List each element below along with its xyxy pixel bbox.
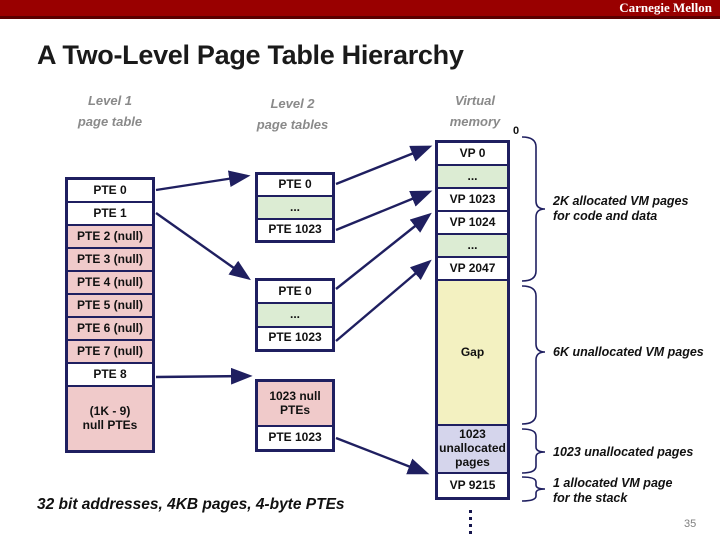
vm-cell: ... <box>438 235 507 258</box>
annotation-unallocated-6k: 6K unallocated VM pages <box>553 345 704 359</box>
pte-cell: PTE 4 (null) <box>68 272 152 295</box>
brace-unallocated-6k <box>521 285 546 425</box>
vertical-ellipsis <box>469 506 472 538</box>
arrow-pte8-to-table3 <box>155 367 253 385</box>
arrow-table1-pte1023-to-vp1023 <box>335 190 433 232</box>
pte-cell: PTE 0 <box>258 281 332 305</box>
pte-cell: (1K - 9) null PTEs <box>68 387 152 450</box>
pte-cell: PTE 2 (null) <box>68 226 152 249</box>
slide-number: 35 <box>684 518 697 530</box>
pte-cell: PTE 1023 <box>258 327 332 349</box>
brace-stack-page <box>521 476 546 502</box>
virtual-memory-column-header: Virtual memory <box>449 93 501 129</box>
annotation-stack-page: 1 allocated VM page for the stack <box>553 476 673 505</box>
pte-cell: PTE 7 (null) <box>68 341 152 364</box>
vm-cell: Gap <box>438 281 507 426</box>
level1-column-header: Level 1 page table <box>77 93 143 129</box>
pte-cell: PTE 0 <box>258 175 332 198</box>
page-title: A Two-Level Page Table Hierarchy <box>37 40 464 70</box>
pte-cell: PTE 8 <box>68 364 152 387</box>
arrow-table1-pte0-to-vp0 <box>335 145 433 186</box>
pte-cell: PTE 3 (null) <box>68 249 152 272</box>
pte-cell: PTE 5 (null) <box>68 295 152 318</box>
vm-cell: VP 1023 <box>438 189 507 212</box>
level2-page-table-2: PTE 0...PTE 1023 <box>255 278 335 352</box>
pte-cell: 1023 null PTEs <box>258 382 332 428</box>
vm-cell: VP 2047 <box>438 258 507 281</box>
pte-cell: PTE 0 <box>68 180 152 203</box>
arrow-pte1-to-table2 <box>155 212 251 281</box>
arrow-table2-pte1023-to-vp2047 <box>335 259 432 342</box>
footer-note: 32 bit addresses, 4KB pages, 4-byte PTEs <box>37 496 345 513</box>
vm-cell: VP 9215 <box>438 474 507 497</box>
vm-address-zero-label: 0 <box>513 125 520 137</box>
vm-cell: ... <box>438 166 507 189</box>
vm-cell: 1023 unallocated pages <box>438 426 507 474</box>
arrow-pte0-to-table1 <box>155 170 251 192</box>
pte-cell: ... <box>258 197 332 220</box>
annotation-code-data: 2K allocated VM pages for code and data <box>553 194 689 223</box>
arrow-table2-pte0-to-vp1024 <box>335 212 432 290</box>
brace-unallocated-1023 <box>521 428 546 474</box>
brace-allocated-code-data <box>521 136 546 282</box>
pte-cell: PTE 1023 <box>258 427 332 449</box>
arrow-table3-pte1023-to-vp9215 <box>335 436 430 475</box>
level2-column-header: Level 2 page tables <box>256 96 329 132</box>
annotation-unallocated-1023: 1023 unallocated pages <box>553 445 694 459</box>
top-banner: Carnegie Mellon <box>0 0 720 19</box>
pte-cell: PTE 1023 <box>258 219 332 240</box>
pte-cell: PTE 6 (null) <box>68 318 152 341</box>
brand-label: Carnegie Mellon <box>619 0 712 15</box>
vm-cell: VP 0 <box>438 143 507 166</box>
level2-page-table-1: PTE 0...PTE 1023 <box>255 172 335 243</box>
vm-cell: VP 1024 <box>438 212 507 235</box>
pte-cell: PTE 1 <box>68 203 152 226</box>
pte-cell: ... <box>258 304 332 328</box>
